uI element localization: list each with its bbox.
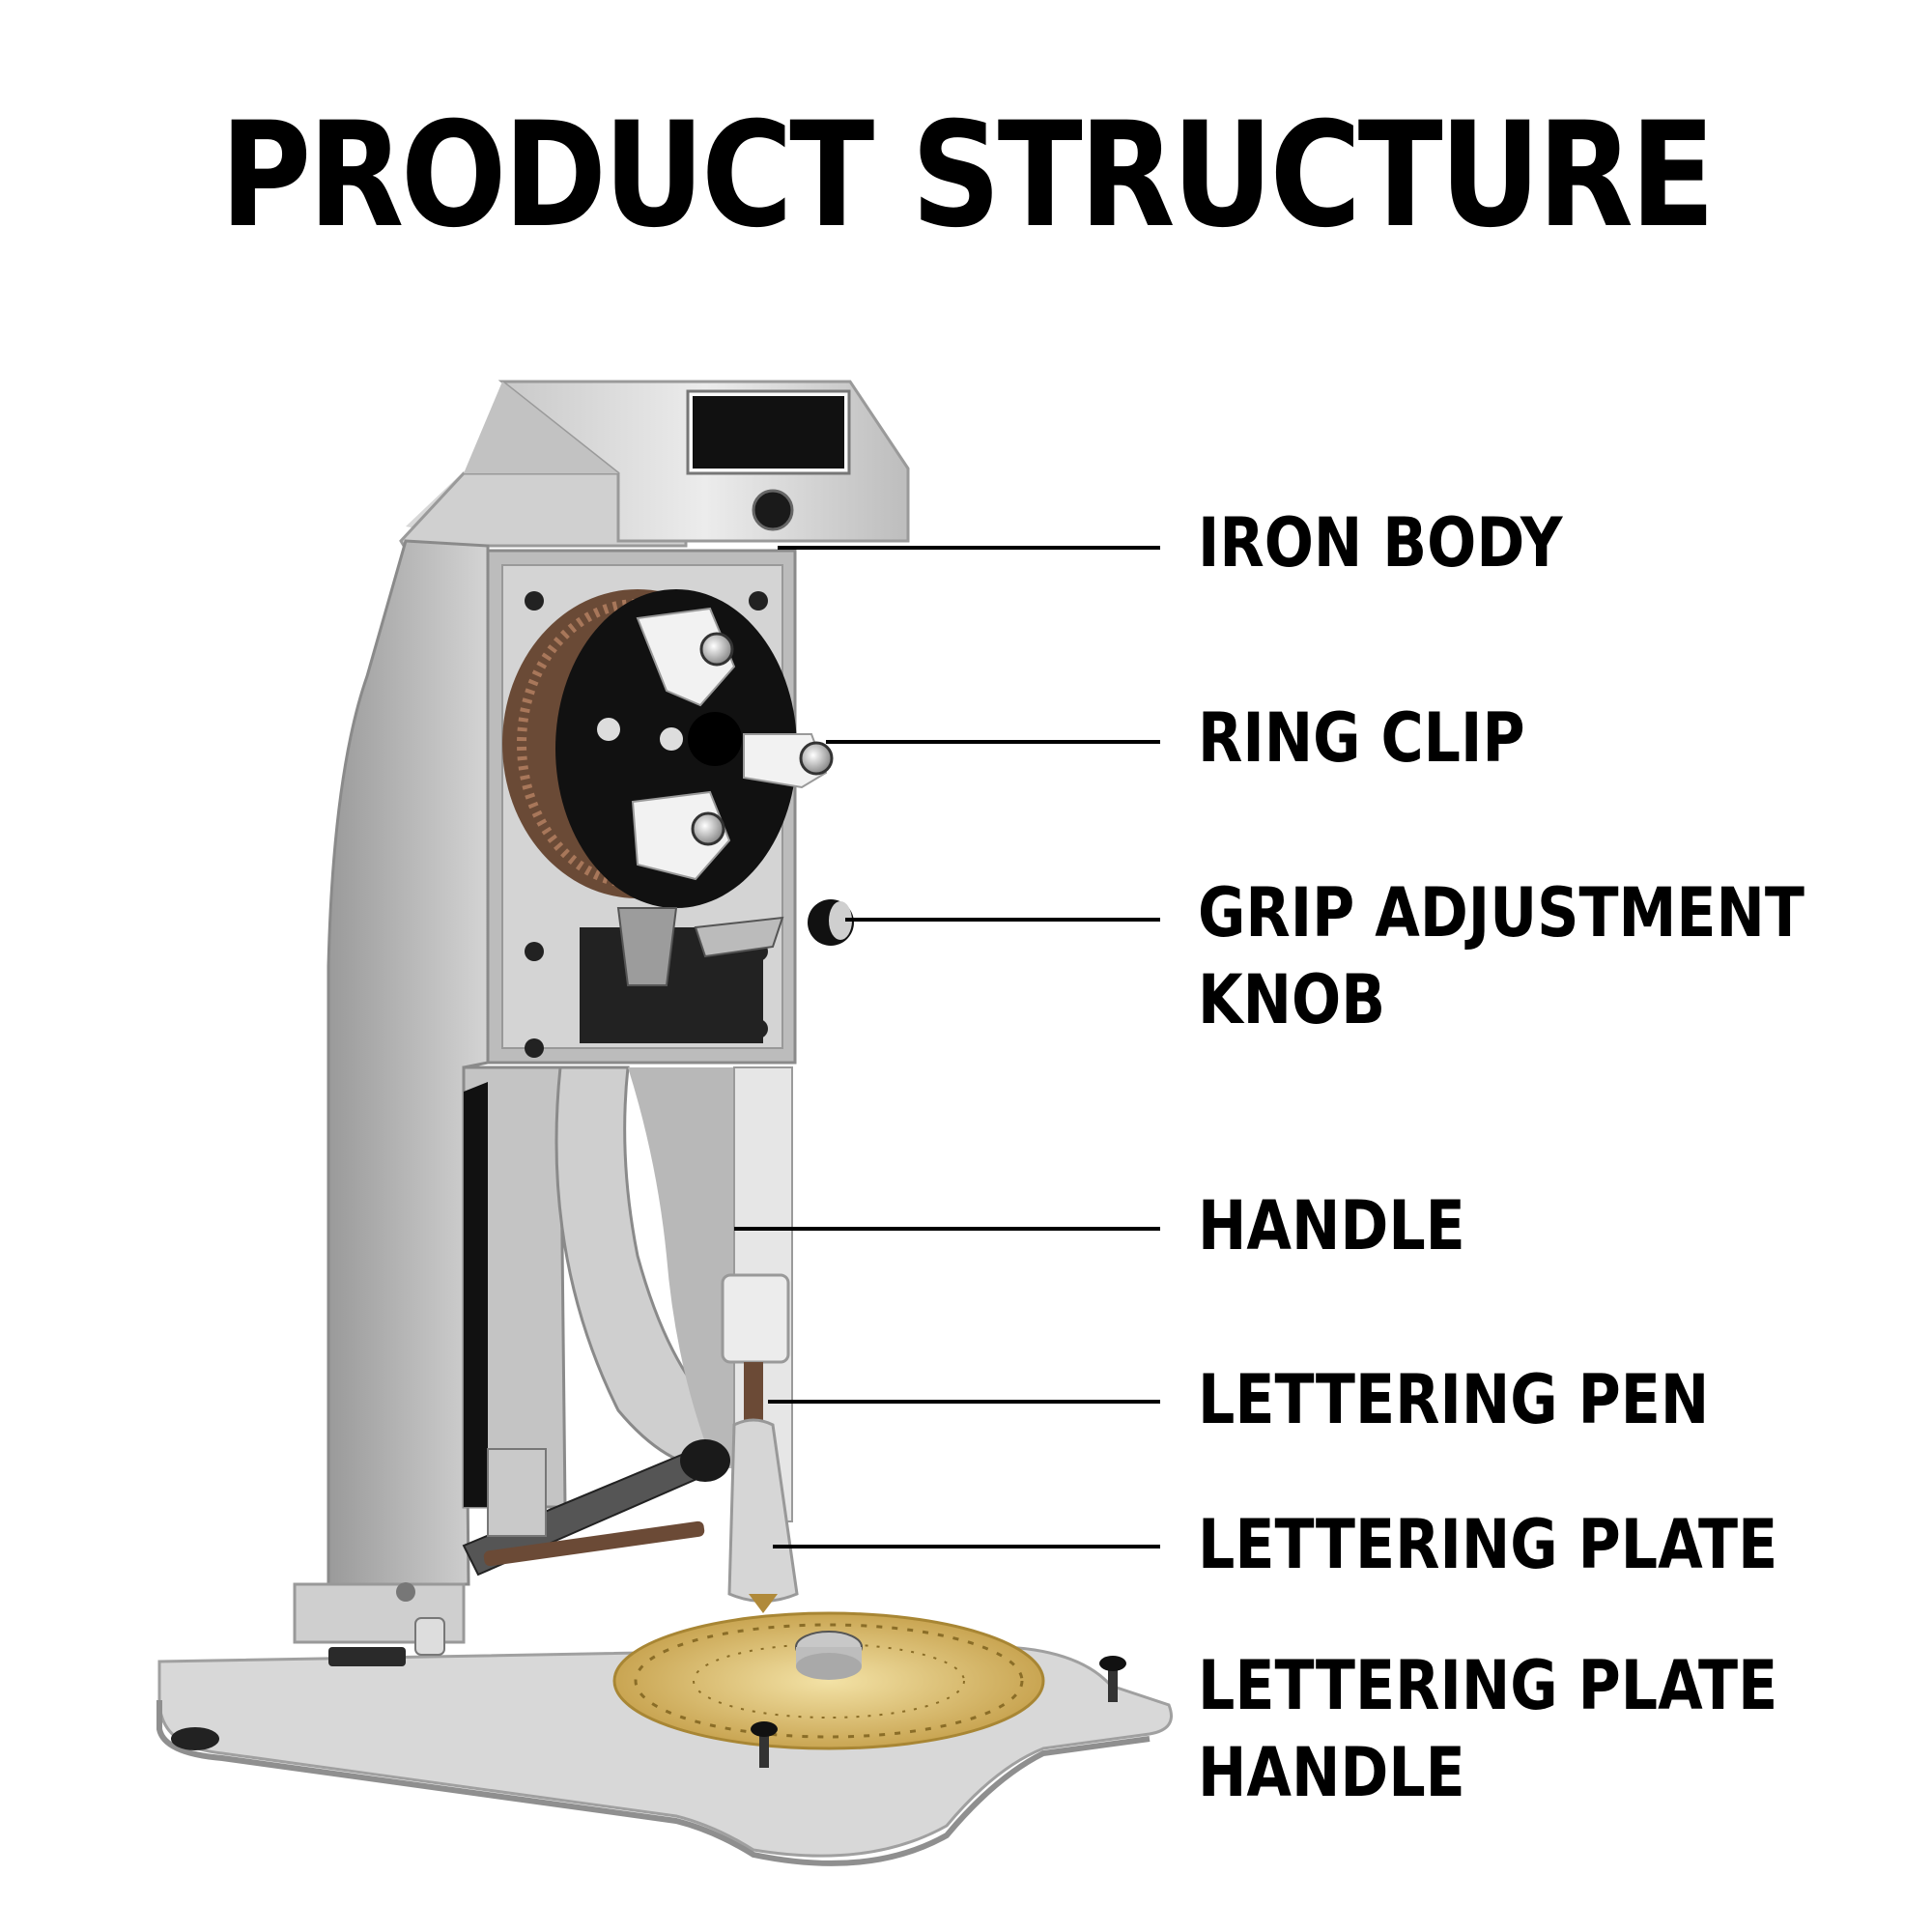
iron-body-column — [293, 380, 910, 1644]
leader-line-handle — [734, 1227, 1160, 1231]
label-lettering-pen: LETTERING PEN — [1198, 1356, 1709, 1443]
leader-line-lettering-plate — [773, 1545, 1160, 1548]
leader-line-grip-adjustment-knob — [845, 918, 1160, 922]
label-lettering-plate-handle: LETTERING PLATE HANDLE — [1198, 1642, 1777, 1816]
label-ring-clip-line: RING CLIP — [1198, 698, 1525, 778]
label-ring-clip: RING CLIP — [1198, 695, 1525, 781]
label-grip-adjustment-knob: GRIP ADJUSTMENT KNOB — [1198, 869, 1804, 1043]
label-handle: HANDLE — [1198, 1182, 1465, 1269]
leader-line-iron-body — [778, 546, 1160, 550]
label-handle-line: HANDLE — [1198, 1186, 1465, 1265]
handle-assembly — [396, 1065, 799, 1656]
label-lettering-plate-handle-line-2: HANDLE — [1198, 1733, 1465, 1812]
mechanism-housing — [486, 549, 854, 1065]
label-grip-adjustment-knob-line-2: KNOB — [1198, 960, 1386, 1039]
label-lettering-plate-line: LETTERING PLATE — [1198, 1505, 1778, 1584]
label-lettering-plate-handle-line-1: LETTERING PLATE — [1198, 1646, 1778, 1725]
label-grip-adjustment-knob-line-1: GRIP ADJUSTMENT — [1198, 873, 1804, 952]
page-title: PRODUCT STRUCTURE — [219, 92, 1716, 260]
label-lettering-pen-line: LETTERING PEN — [1198, 1360, 1710, 1439]
leader-line-ring-clip — [826, 740, 1160, 744]
lettering-plate-graphic — [612, 1611, 1126, 1768]
leader-line-lettering-pen — [768, 1400, 1160, 1404]
label-iron-body-line: IRON BODY — [1198, 503, 1563, 582]
label-iron-body: IRON BODY — [1198, 499, 1563, 586]
label-lettering-plate: LETTERING PLATE — [1198, 1501, 1777, 1588]
